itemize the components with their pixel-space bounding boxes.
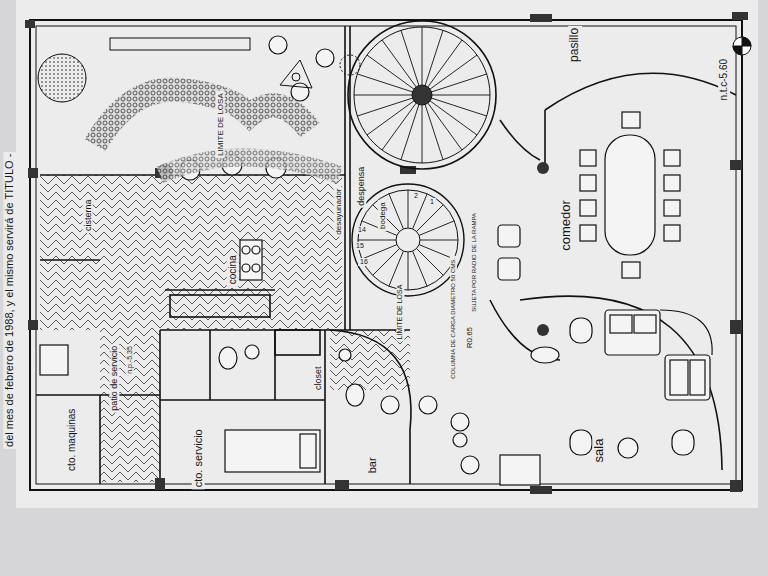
step-number: 1 <box>428 198 436 206</box>
stair-tread <box>357 74 412 92</box>
room-name: despensa <box>357 164 367 207</box>
step-number: 2 <box>412 192 420 200</box>
room-name: cto. maquinas <box>66 407 78 473</box>
room-name: closet <box>313 364 323 392</box>
stair-tread <box>413 251 428 286</box>
stair-tread <box>422 27 423 85</box>
stair-tread <box>428 103 462 150</box>
stair-tread <box>382 103 416 150</box>
room-name: bar <box>366 455 379 475</box>
note: LIMITE DE LOSA <box>396 283 404 342</box>
stair-tread <box>432 98 487 116</box>
stair-tread <box>358 240 396 241</box>
note: COLUMNA DE CARGA DIAMETRO 50 CMS. <box>450 256 457 381</box>
level-mark: n.t.c-5.60 <box>718 57 730 103</box>
room-name: sala <box>593 436 608 464</box>
stair-tread <box>419 221 454 236</box>
stair-tread <box>367 101 414 135</box>
room-name: pasillo <box>568 26 582 64</box>
room-name: cocina <box>226 254 238 287</box>
stair-tread <box>367 55 414 89</box>
stair-tread <box>425 30 443 85</box>
stair-tread <box>354 95 412 96</box>
stair-tread <box>430 101 477 135</box>
room-name: bodega <box>377 201 386 232</box>
room-name: patio de servicio <box>110 343 120 412</box>
margin-note: del mes de febrero de 1988, y el mismo s… <box>4 151 17 448</box>
stair-tread <box>425 105 443 160</box>
note: LIMITE DE LOSA <box>215 92 224 159</box>
room-name: cto. servicio <box>192 427 205 489</box>
stair-tread <box>401 30 419 85</box>
room-name: comedor <box>559 198 574 253</box>
room-name: desayunador <box>333 187 342 237</box>
dimension: R0.65 <box>465 325 474 350</box>
stair-tread <box>357 98 412 116</box>
stair-tread <box>401 105 419 160</box>
step-number: 16 <box>358 258 370 266</box>
step-number: 14 <box>356 226 368 234</box>
stair-tread <box>430 55 477 89</box>
stair-tread <box>432 95 490 96</box>
stair-tread <box>422 105 423 163</box>
stair-tread <box>432 74 487 92</box>
stair-tread <box>362 245 397 260</box>
stair-tread <box>389 194 404 229</box>
room-name: cisterna <box>83 197 93 233</box>
stair-tread <box>408 252 409 290</box>
level-mark: n.p.-5.35 <box>126 344 134 376</box>
step-number: 15 <box>354 242 366 250</box>
stair-tread <box>382 40 416 87</box>
stair-tread <box>408 190 409 228</box>
note: SUJETA POR RADIO DE LA RAMPA <box>471 211 478 314</box>
stair-tread <box>420 240 458 241</box>
stair-tread <box>428 40 462 87</box>
